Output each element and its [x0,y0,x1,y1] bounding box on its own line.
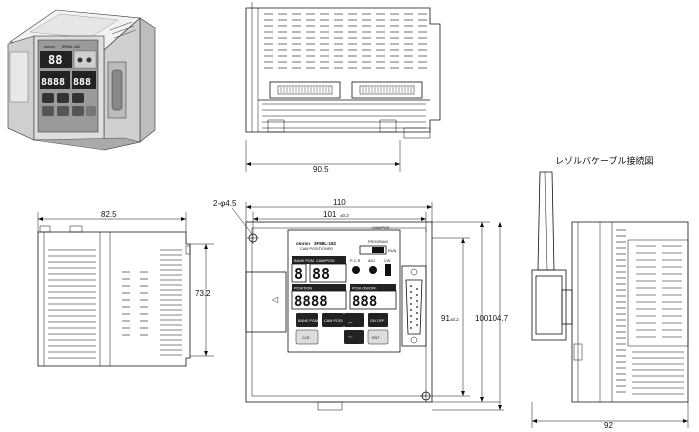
dim-height-91: 91 [441,314,450,323]
resolver-connector [401,265,427,347]
bank-display: 8 [294,265,303,283]
dsub-pin [416,318,418,320]
cam-display: 88 [312,265,330,283]
dsub-pin [416,288,418,290]
dsub-pin [410,321,412,323]
cable-view: レゾルバケーブル接続図 92 [531,155,689,430]
cam-posi-button-label: CAM POSI [324,319,343,323]
dsub-pin [410,297,412,299]
label-cam-posi: CAM/POSI [316,259,335,263]
dim-holes: 2-φ4.5 [213,199,237,208]
pcr-led [352,266,360,274]
ent-button-label: ENT [372,336,380,340]
dim-front-width: 110 [333,198,346,207]
label-position: POSITION [294,287,312,291]
down-button[interactable]: ﹀ [344,330,364,344]
dsub-pin [410,327,412,329]
dim-top-width: 90.5 [313,165,329,174]
label-posi-onoff: POSI ON/OFF [352,287,377,291]
switch-label-run: RUN [388,249,396,253]
bank-pgm-button[interactable]: BANK PGM [296,313,318,327]
front-view: ◁ CAM/POS omron 3F88L-162 CAM POSITIONER… [213,198,509,411]
release-arrow-icon: ◁ [272,295,279,304]
dsub-pin [416,324,418,326]
photo-cam-display: 88 [48,53,62,67]
led-label-pcr: P-C.R [350,259,361,263]
bank-pgm-button-label: BANK PGM [298,319,318,323]
clr-button-label: CLR [302,336,310,340]
dsub-pin [410,303,412,305]
product-photo: omron 3F88L-162 88 8888 888 [7,9,156,151]
program-run-switch[interactable] [372,247,384,253]
cable-view-title: レゾルバケーブル接続図 [555,155,653,167]
dim-front-inner: 101 [323,210,337,219]
photo-onoff-display: 888 [73,77,91,88]
front-brand: omron [296,241,310,246]
position-display: 8888 [294,294,328,310]
dim-height-100: 100 [475,314,489,323]
switch-label-program: PROGRAM [368,240,388,244]
front-model: 3F88L-162 [314,241,337,246]
photo-brand: omron [44,45,55,49]
front-subtitle: CAM POSITIONER [300,247,333,251]
dim-front-inner-tol: ±0.2 [340,213,349,218]
photo-position-display: 8888 [41,77,65,88]
onoff-display: 888 [352,294,377,310]
photo-model: 3F88L-162 [62,45,80,49]
top-view: 90.5 [245,2,441,174]
up-chevron-icon: ︿ [348,319,353,324]
adj-led [369,266,377,274]
ent-button[interactable]: ENT [367,329,389,345]
led-label-adj: ADJ [368,259,375,263]
dim-side-depth: 82.5 [101,210,117,219]
dsub-pin [410,309,412,311]
dsub-pin [410,285,412,287]
dim-height-104-7: 104.7 [488,314,509,323]
dsub-pin [416,294,418,296]
led-label-cw: CW [384,259,391,263]
dim-height-91-tol: ±0.2 [450,317,459,322]
down-chevron-icon: ﹀ [348,336,353,341]
dsub-pin [416,306,418,308]
dsub-pin [410,315,412,317]
label-bank-pgm: BANK PGM [294,259,314,263]
cw-indicator [385,264,391,276]
dim-cable-depth: 92 [604,421,613,430]
side-view: 82.5 73.2 [37,210,214,367]
up-button[interactable]: ︿ [344,313,364,327]
cam-posi-button[interactable]: CAM POSI [322,313,344,327]
clr-button[interactable]: CLR [295,329,319,345]
dsub-pin [416,300,418,302]
dsub-pin [416,312,418,314]
on-off-button-label: ON OFF [370,319,385,323]
on-off-button[interactable]: ON OFF [368,313,388,327]
dsub-pin [410,291,412,293]
front-top-label: CAM/POS [372,226,390,230]
dim-side-height: 73.2 [195,289,211,298]
